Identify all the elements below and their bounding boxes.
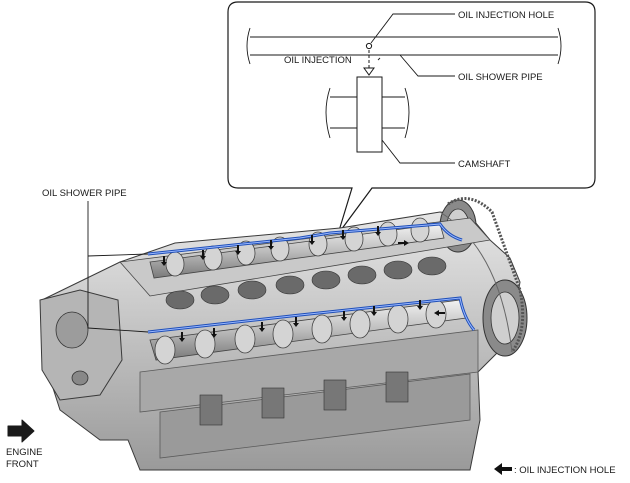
- injection-arrow: [375, 226, 381, 236]
- oil-injection-hole-marker: [365, 42, 373, 50]
- injection-arrow: [309, 235, 315, 245]
- injection-arrow: [417, 300, 423, 310]
- injection-arrow: [268, 240, 274, 250]
- callout-balloon: [227, 1, 596, 235]
- injection-arrow: [161, 256, 167, 266]
- injection-arrow: [371, 306, 377, 316]
- oil-shower-pipes: [147, 222, 476, 334]
- injection-arrow: [200, 250, 206, 260]
- main-oil-shower-pipe-callout: OIL SHOWER PIPE: [42, 188, 149, 333]
- label-engine: ENGINE: [6, 447, 42, 458]
- injection-arrow: [341, 311, 347, 321]
- label-front: FRONT: [6, 459, 39, 470]
- detail-callout: OIL INJECTION HOLE OIL INJECTION OIL SHO…: [227, 1, 596, 235]
- engine-cylinder-head-illustration: [39, 197, 528, 471]
- legend-arrow-icon: [494, 463, 512, 475]
- label-main-oil-shower-pipe: OIL SHOWER PIPE: [42, 188, 127, 199]
- label-camshaft: CAMSHAFT: [458, 159, 510, 170]
- valve-pockets: [165, 256, 447, 310]
- injection-arrow: [259, 322, 265, 332]
- label-callout-oil-shower-pipe: OIL SHOWER PIPE: [458, 72, 543, 83]
- front-camshaft: [149, 299, 467, 365]
- label-oil-injection-hole: OIL INJECTION HOLE: [458, 10, 554, 21]
- label-oil-injection: OIL INJECTION: [284, 55, 352, 66]
- oil-injection-arrow-head: [363, 67, 375, 76]
- injection-arrow: [211, 328, 217, 338]
- timing-gears: [439, 197, 528, 357]
- injection-arrow: [293, 317, 299, 327]
- engine-front-arrow-icon: [7, 419, 35, 443]
- label-legend-oil-injection-hole: : OIL INJECTION HOLE: [514, 465, 616, 476]
- detail-camshaft-lobe: [356, 76, 383, 153]
- oil-injection-arrows: [161, 226, 445, 342]
- injection-arrow: [398, 240, 409, 246]
- injection-arrow: [179, 332, 185, 342]
- injection-arrow: [434, 310, 445, 316]
- injection-arrow: [235, 245, 241, 255]
- injection-arrow: [340, 230, 346, 240]
- legend-oil-injection-hole: : OIL INJECTION HOLE: [494, 463, 616, 476]
- engine-front-indicator: ENGINE FRONT: [6, 419, 42, 470]
